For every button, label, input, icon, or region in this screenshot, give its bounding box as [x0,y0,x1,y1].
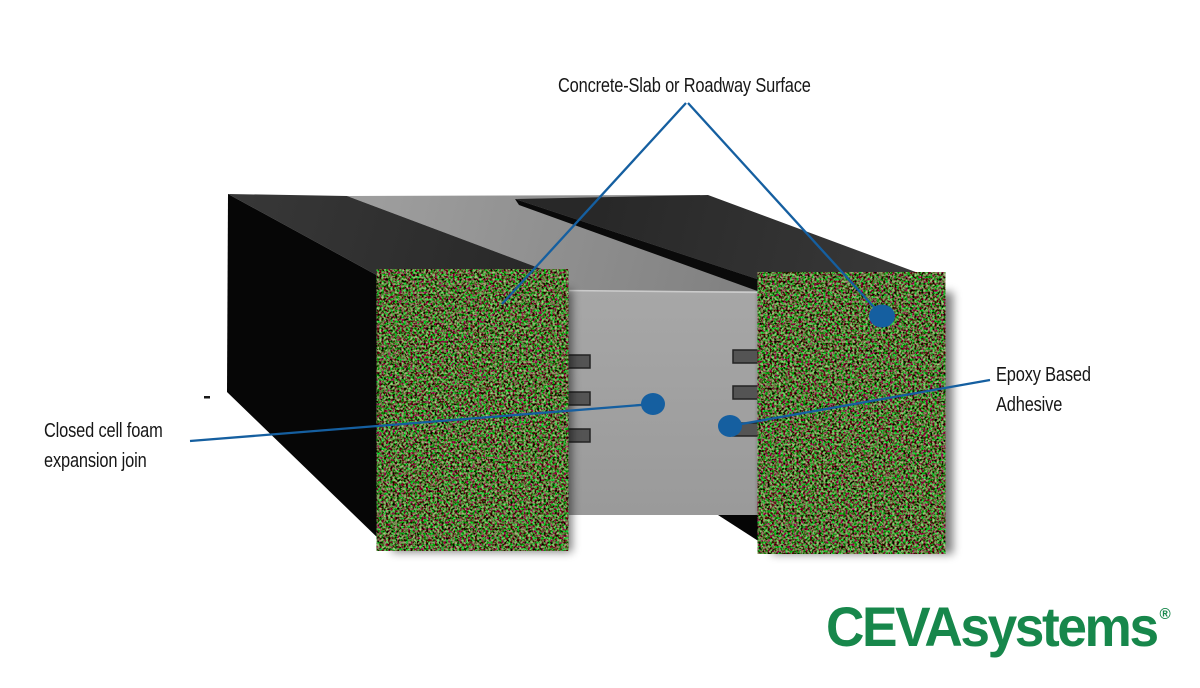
label-concrete-slab: Concrete-Slab or Roadway Surface [558,75,811,97]
brand-logo-text: CEVAsystems [826,595,1159,658]
left-slab-side-face [227,194,382,542]
leader-line-concrete-left [501,102,687,305]
leader-line-foam [189,402,654,443]
label-foam-line1: Closed cell foam [44,420,163,442]
leader-line-adhesive [729,378,991,428]
tick-dash [204,396,210,399]
right-slab-texture [763,280,940,546]
leader-line-concrete-right [687,102,883,317]
callout-dot-foam [641,393,665,415]
label-epoxy-line2: Adhesive [996,394,1063,416]
adhesive-bar [732,385,767,400]
right-slab-top-face [515,195,940,281]
adhesive-bar [732,349,767,364]
foam-bottom-shadow-wedge [718,515,763,544]
label-epoxy-adhesive: Epoxy Based Adhesive [996,360,1091,420]
foam-edge-shade [754,291,763,515]
callout-dot-concrete [869,304,895,328]
left-slab-top-face [228,194,563,278]
brand-logo: CEVAsystems® [826,594,1171,659]
label-foam-joint: Closed cell foam expansion join [44,416,163,476]
foam-top-highlight [562,289,764,294]
label-epoxy-line1: Epoxy Based [996,364,1091,386]
label-foam-line2: expansion join [44,450,147,472]
left-slab-texture [382,277,563,543]
registered-trademark-symbol: ® [1159,606,1171,623]
callout-dot-adhesive [718,415,742,437]
